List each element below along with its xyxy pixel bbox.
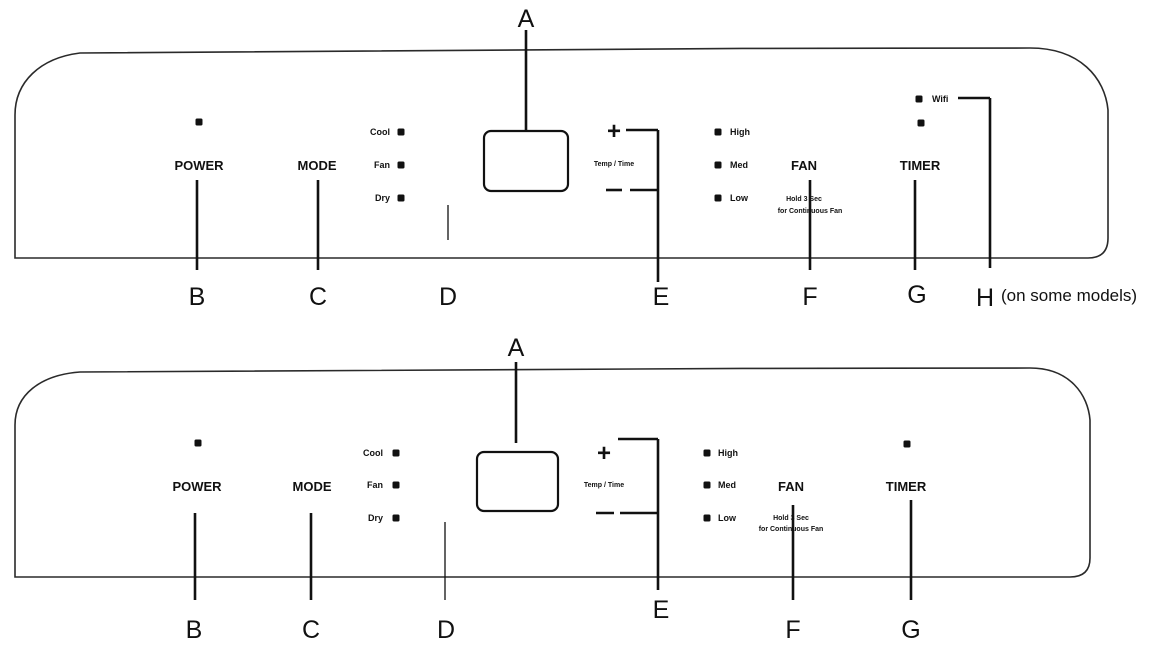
temp-time-plus-button[interactable]: + [607,118,621,145]
fan-led-label-high: High [718,448,738,458]
mode-led-fan [397,161,405,169]
mode-led-label-fan: Fan [374,160,390,170]
power-indicator-led [194,439,202,447]
timer-button[interactable]: TIMER [886,479,927,494]
mode-led-label-fan: Fan [367,480,383,490]
callout-c: C [309,283,327,311]
callout-a: A [508,334,525,362]
fan-led-low [703,514,711,522]
callout-h-note: (on some models) [1001,286,1137,305]
fan-hold-note-line2: for Continuous Fan [759,526,824,533]
mode-led-label-cool: Cool [363,448,383,458]
wifi-label: Wifi [932,94,948,104]
mode-button[interactable]: MODE [298,158,337,173]
callout-g: G [901,616,920,644]
panel-outline [14,47,1109,259]
fan-led-label-low: Low [718,513,737,523]
callout-g: G [907,281,926,309]
callout-b: B [189,283,206,311]
mode-led-dry [392,514,400,522]
fan-hold-note-line1: Hold 3 Sec [773,515,809,522]
callout-h: H [976,284,994,312]
fan-led-label-med: Med [718,480,736,490]
mode-button[interactable]: MODE [293,479,332,494]
timer-indicator-led [917,119,925,127]
fan-led-label-med: Med [730,160,748,170]
timer-button[interactable]: TIMER [900,158,941,173]
callout-f: F [802,283,817,311]
callout-a: A [518,5,535,33]
temperature-display [482,129,570,193]
mode-led-label-dry: Dry [368,513,383,523]
callout-d: D [439,283,457,311]
fan-led-label-high: High [730,127,750,137]
fan-led-low [714,194,722,202]
fan-button[interactable]: FAN [791,158,817,173]
fan-hold-note-line1: Hold 3 Sec [786,196,822,203]
fan-led-high [714,128,722,136]
callout-e: E [653,596,670,624]
power-button[interactable]: POWER [172,479,222,494]
callout-c: C [302,616,320,644]
callout-e: E [653,283,670,311]
fan-button[interactable]: FAN [778,479,804,494]
callout-f: F [785,616,800,644]
fan-led-high [703,449,711,457]
fan-led-med [703,481,711,489]
power-indicator-led [195,118,203,126]
temp-time-plus-button[interactable]: + [597,440,611,467]
temp-time-label: Temp / Time [584,482,624,489]
fan-led-med [714,161,722,169]
temperature-display [475,450,560,513]
mode-led-label-dry: Dry [375,193,390,203]
callout-d: D [437,616,455,644]
panel-bottom: POWER B MODE C Cool Fan Dry D A + Temp /… [14,334,1091,644]
mode-led-cool [392,449,400,457]
temp-time-label: Temp / Time [594,161,634,168]
power-button[interactable]: POWER [174,158,224,173]
wifi-indicator-led [915,95,923,103]
callout-b: B [186,616,203,644]
mode-led-label-cool: Cool [370,127,390,137]
fan-led-label-low: Low [730,193,749,203]
mode-led-dry [397,194,405,202]
mode-led-cool [397,128,405,136]
panel-top: POWER B MODE C Cool Fan Dry D A + Temp /… [14,5,1137,312]
mode-led-fan [392,481,400,489]
panel-outline [14,367,1091,578]
timer-indicator-led [903,440,911,448]
